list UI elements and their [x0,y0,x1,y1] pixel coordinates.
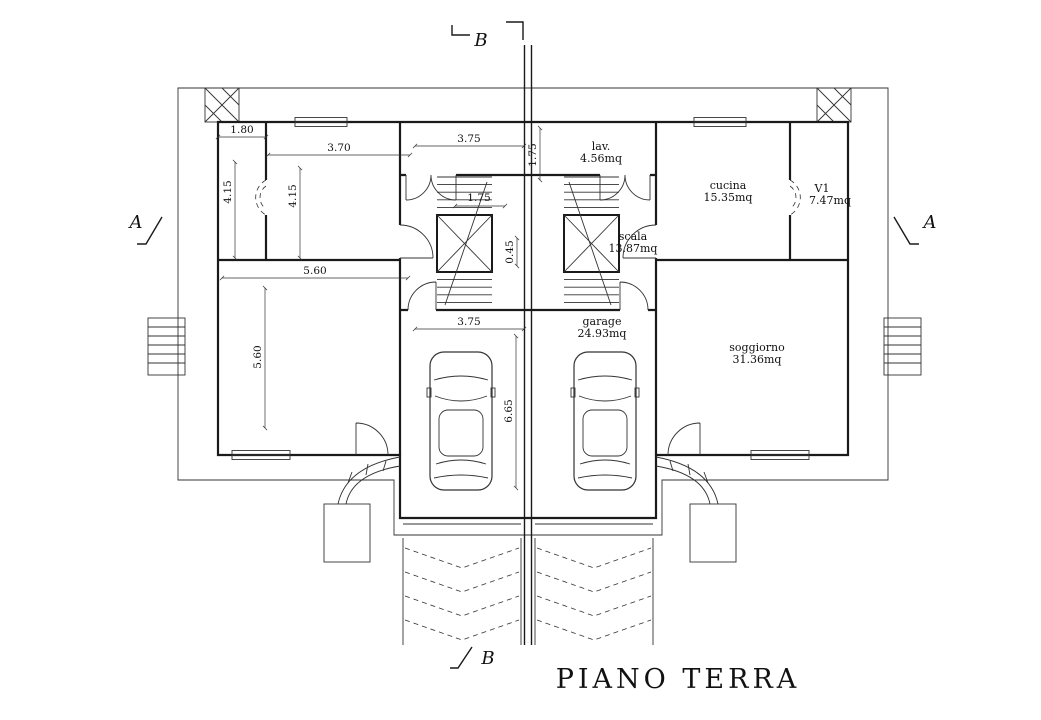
section-mark-b-top: B [451,21,524,51]
side-pillar-right [883,317,922,376]
room-labels: lav. 4.56mq cucina 15.35mq V1 7.47mq sca… [578,140,851,366]
driveway [402,538,654,645]
drawing-title: PIANO TERRA [556,664,801,695]
room-v1-name: V1 [814,182,830,195]
top-pillar-right [816,87,852,123]
dim-3-70: 3.70 [327,142,350,154]
section-a-left-label: A [128,212,143,233]
car-right [570,351,640,491]
stone-pier-right [655,456,737,563]
room-cucina-area: 15.35mq [704,191,753,204]
dim-4-15-a: 4.15 [222,180,234,203]
dim-5-60-v: 5.60 [252,345,264,368]
dim-4-15-b: 4.15 [287,184,299,207]
outer-outline [177,87,889,536]
section-mark-a-left: A [128,212,163,245]
dimension-labels: 1.80 3.70 3.75 1.75 4.15 4.15 1.75 0.45 … [222,124,539,423]
dim-1-80: 1.80 [230,124,253,136]
dimension-lines [215,125,543,491]
section-a-right-label: A [922,212,937,233]
room-v1-area: 7.47mq [809,194,851,207]
section-b-bottom-label: B [480,648,494,669]
room-soggiorno-area: 31.36mq [733,353,782,366]
door-symbols [255,174,801,456]
room-soggiorno-name: soggiorno [729,341,785,354]
dim-5-60-h: 5.60 [303,265,326,277]
window-symbols [231,117,810,460]
section-mark-a-right: A [893,212,937,245]
car-left [426,351,496,491]
room-lav-name: lav. [592,140,610,153]
section-b-top-label: B [473,30,487,51]
room-scala-name: scala [619,230,648,243]
top-pillar-left [204,87,240,123]
dim-1-75-stair: 1.75 [467,192,490,204]
room-garage-area: 24.93mq [578,327,627,340]
dim-0-45: 0.45 [504,240,516,263]
section-mark-b-bottom: B [450,646,495,669]
room-garage-name: garage [583,315,622,328]
stone-pier-left [323,456,401,563]
stair-right [563,176,620,306]
dim-3-75-top: 3.75 [457,133,480,145]
dim-1-75-v: 1.75 [527,143,539,166]
side-pillar-left [147,317,186,376]
dim-3-75-garage: 3.75 [457,316,480,328]
room-lav-area: 4.56mq [580,152,622,165]
room-cucina-name: cucina [710,179,747,192]
dim-6-65: 6.65 [503,399,515,422]
room-scala-area: 13.87mq [609,242,658,255]
